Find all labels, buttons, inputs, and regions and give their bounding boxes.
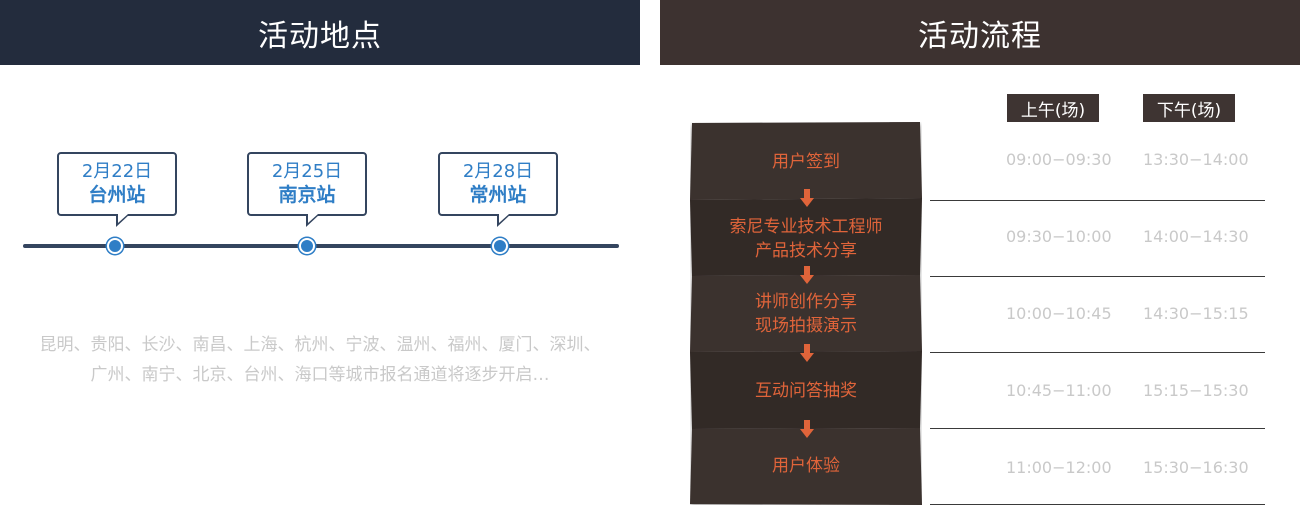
cities-line-2: 广州、南宁、北京、台州、海口等城市报名通道将逐步开启…	[90, 365, 550, 385]
stop-date: 2月28日	[462, 161, 534, 182]
flow-step-qa-lottery: 互动问答抽奖	[690, 352, 922, 429]
time-pm: 14:00−14:30	[1143, 227, 1249, 246]
down-arrow-icon	[800, 344, 814, 362]
stop-date: 2月22日	[81, 161, 153, 182]
down-arrow-icon	[800, 189, 814, 207]
down-arrow-icon	[800, 420, 814, 438]
row-divider	[930, 276, 1265, 277]
stop-date: 2月25日	[271, 161, 343, 182]
time-pm: 14:30−15:15	[1143, 304, 1249, 323]
flow-step-line2: 产品技术分享	[755, 240, 857, 261]
time-am: 11:00−12:00	[1006, 458, 1112, 477]
stop-bubble-nanjing: 2月25日 南京站	[247, 152, 367, 227]
time-pm: 15:15−15:30	[1143, 381, 1249, 400]
schedule-header: 活动流程	[660, 0, 1300, 65]
stop-station: 常州站	[469, 184, 527, 206]
location-title: 活动地点	[258, 18, 382, 54]
flow-step-experience: 用户体验	[690, 428, 922, 504]
flow-step-line1: 讲师创作分享	[755, 292, 857, 312]
column-header-morning: 上午(场)	[1007, 94, 1099, 122]
time-pm: 13:30−14:00	[1143, 150, 1249, 169]
flow-step-checkin: 用户签到	[690, 124, 922, 200]
time-am: 09:00−09:30	[1006, 150, 1112, 169]
bubble-tail-fill	[308, 214, 318, 223]
row-divider	[930, 352, 1265, 353]
row-divider	[930, 200, 1265, 201]
down-arrow-icon	[800, 266, 814, 284]
column-header-afternoon: 下午(场)	[1143, 94, 1235, 122]
stop-station: 台州站	[88, 184, 146, 206]
row-divider	[930, 428, 1265, 429]
cities-line-1: 昆明、贵阳、长沙、南昌、上海、杭州、宁波、温州、福州、厦门、深圳、	[39, 335, 601, 355]
flow-strip	[690, 122, 922, 505]
flow-step-line1: 互动问答抽奖	[755, 380, 857, 401]
flow-step-line1: 用户体验	[772, 456, 840, 476]
timeline-line	[23, 244, 619, 248]
bubble-tail-fill	[118, 214, 128, 223]
row-divider	[930, 504, 1265, 505]
time-pm: 15:30−16:30	[1143, 458, 1249, 477]
timeline-marker	[492, 238, 508, 254]
flow-step-line1: 索尼专业技术工程师	[729, 216, 883, 237]
time-am: 09:30−10:00	[1006, 227, 1112, 246]
time-am: 10:45−11:00	[1006, 381, 1112, 400]
flow-step-lecturer-share: 讲师创作分享 现场拍摄演示	[690, 276, 922, 352]
timeline-marker	[299, 238, 315, 254]
flow-step-line2: 现场拍摄演示	[755, 316, 857, 336]
stop-bubble-taizhou: 2月22日 台州站	[57, 152, 177, 227]
timeline-marker	[107, 238, 123, 254]
location-header: 活动地点	[0, 0, 640, 65]
flow-step-engineer-share: 索尼专业技术工程师 产品技术分享	[690, 200, 922, 277]
schedule-title: 活动流程	[918, 18, 1042, 54]
upcoming-cities-text: 昆明、贵阳、长沙、南昌、上海、杭州、宁波、温州、福州、厦门、深圳、 广州、南宁、…	[20, 330, 620, 390]
flow-step-line1: 用户签到	[772, 152, 840, 172]
stop-bubble-changzhou: 2月28日 常州站	[438, 152, 558, 227]
bubble-tail-fill	[499, 214, 509, 223]
time-am: 10:00−10:45	[1006, 304, 1112, 323]
stop-station: 南京站	[278, 184, 336, 206]
